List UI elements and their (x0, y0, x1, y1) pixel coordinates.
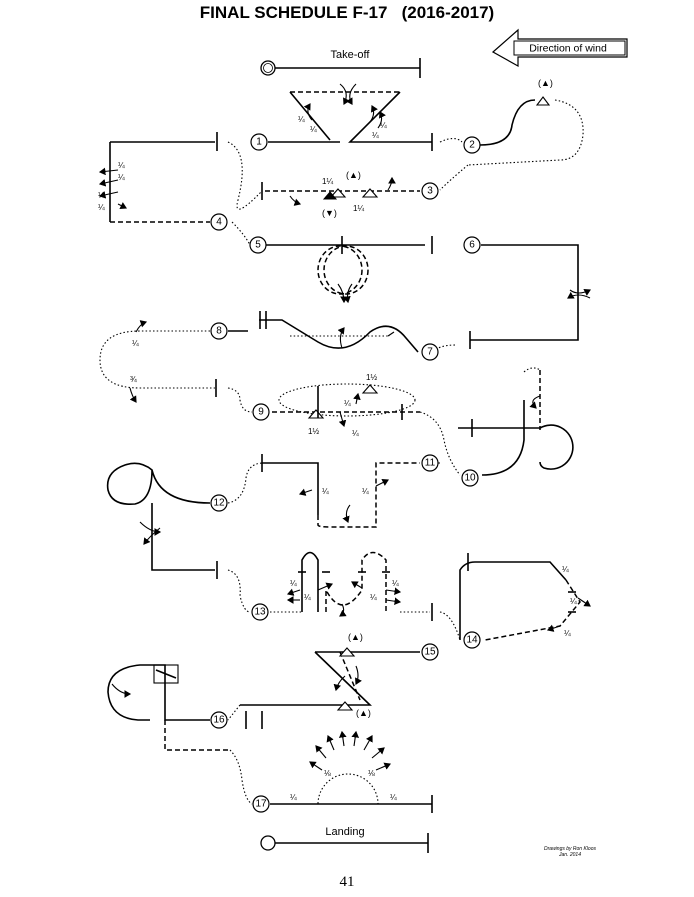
figure-1-path: ¼ ¼ ¼ ¼ (268, 83, 433, 151)
roll-fraction: ¾ (130, 375, 137, 384)
svg-text:4: 4 (216, 217, 222, 228)
roll-fraction: ⅛ (324, 769, 331, 778)
figure-marker-10: 10 (461, 469, 479, 487)
svg-text:16: 16 (213, 715, 225, 726)
roll-fraction: ¼ (304, 593, 311, 602)
svg-text:(▲): (▲) (538, 78, 553, 88)
figure-7-path (259, 311, 471, 353)
svg-text:7: 7 (427, 347, 433, 358)
figure-marker-8: 8 (210, 322, 228, 340)
svg-text:(▼): (▼) (322, 208, 337, 218)
figure-marker-15: 15 (421, 643, 439, 661)
svg-text:Jan. 2014: Jan. 2014 (558, 852, 581, 858)
figure-15-path: (▲) (▲) (240, 632, 420, 718)
svg-text:6: 6 (469, 240, 475, 251)
svg-text:(▲): (▲) (356, 708, 371, 718)
roll-fraction: ¼ (372, 131, 379, 140)
roll-fraction: ¼ (98, 203, 105, 212)
figure-marker-2: 2 (463, 136, 481, 154)
figure-9-path: 1½ 1½ ¼ ¼ (227, 373, 420, 438)
roll-fraction: 1½ (308, 427, 319, 436)
roll-fraction: ¼ (290, 579, 297, 588)
roll-fraction: ¼ (98, 191, 105, 200)
figure-6-path (470, 244, 591, 341)
figure-marker-6: 6 (463, 236, 481, 254)
roll-fraction: ¼ (310, 125, 317, 134)
svg-text:12: 12 (213, 498, 225, 509)
wind-arrow: Direction of wind (491, 28, 628, 68)
roll-fraction: ¼ (392, 579, 399, 588)
rolling-circle-arrows (309, 730, 392, 771)
figure-marker-17: 17 (252, 795, 270, 813)
roll-fraction: ¼ (344, 399, 351, 408)
figure-marker-12: 12 (210, 494, 228, 512)
figure-13-path: ¼ ¼ ¼ ¼ (227, 551, 433, 621)
roll-fraction: ¼ (322, 487, 329, 496)
figure-2-path: (▲) (439, 78, 584, 166)
figure-marker-7: 7 (421, 343, 439, 361)
roll-fraction: ¼ (564, 629, 571, 638)
roll-fraction: ¼ (390, 793, 397, 802)
svg-text:8: 8 (216, 326, 222, 337)
figure-3-path: (▲) (▼) 1¼ 1¼ (261, 164, 469, 218)
roll-fraction: ¼ (362, 487, 369, 496)
svg-text:5: 5 (255, 240, 261, 251)
svg-text:15: 15 (424, 647, 436, 658)
svg-text:14: 14 (466, 635, 478, 646)
roll-fraction: ¼ (370, 593, 377, 602)
drawing-credit: Drawings by Ron Kloos Jan. 2014 (544, 846, 596, 858)
landing-line: Landing (260, 826, 429, 853)
wind-label: Direction of wind (529, 43, 607, 55)
takeoff-label: Take-off (331, 49, 371, 61)
svg-text:2: 2 (469, 140, 475, 151)
figure-marker-9: 9 (252, 403, 270, 421)
figure-5-path (231, 221, 433, 304)
roll-fraction: ¼ (562, 565, 569, 574)
figure-marker-3: 3 (421, 182, 439, 200)
figure-marker-13: 13 (251, 603, 269, 621)
svg-text:(▲): (▲) (346, 170, 361, 180)
roll-fraction: ¼ (352, 429, 359, 438)
roll-fraction: ¼ (570, 597, 577, 606)
page-title: FINAL SCHEDULE F-17 (2016-2017) (199, 3, 495, 22)
svg-text:Drawings by Ron Kloos: Drawings by Ron Kloos (544, 846, 596, 852)
figure-10-path (419, 367, 574, 476)
roll-fraction: ¼ (132, 339, 139, 348)
roll-fraction: 1½ (366, 373, 377, 382)
svg-text:9: 9 (258, 407, 264, 418)
svg-text:1: 1 (256, 137, 262, 148)
figure-marker-4: 4 (210, 213, 228, 231)
figure-8-path: ¼ ¾ (99, 320, 248, 403)
roll-fraction: ¼ (298, 115, 305, 124)
roll-fraction: ¼ (118, 173, 125, 182)
roll-fraction: 1¼ (322, 177, 333, 186)
figure-marker-16: 16 (210, 711, 228, 729)
svg-text:11: 11 (425, 458, 436, 469)
svg-text:17: 17 (255, 799, 267, 810)
svg-text:3: 3 (427, 186, 433, 197)
figure-marker-11: 11 (421, 454, 439, 472)
figure-marker-5: 5 (249, 236, 267, 254)
figure-11-path: ¼ ¼ (261, 454, 440, 528)
roll-fraction: ¼ (118, 161, 125, 170)
landing-label: Landing (325, 826, 364, 838)
roll-fraction: ¼ (290, 793, 297, 802)
roll-fraction: ⅛ (368, 769, 375, 778)
figure-17-path: ¼ ¼ ⅛ ⅛ (229, 730, 433, 813)
svg-text:(▲): (▲) (348, 632, 363, 642)
svg-text:13: 13 (254, 607, 266, 618)
figure-14-path: ¼ ¼ ¼ (439, 553, 591, 641)
figure-4-path: ¼ ¼ ¼ ¼ (98, 132, 263, 223)
svg-text:10: 10 (464, 473, 476, 484)
page-number: 41 (339, 874, 355, 890)
figure-16-path (107, 664, 263, 751)
takeoff-line: Take-off (260, 49, 421, 78)
figure-marker-14: 14 (463, 631, 481, 649)
figure-12-path (106, 462, 263, 579)
figure-marker-1: 1 (250, 133, 268, 151)
roll-fraction: 1¼ (353, 204, 364, 213)
roll-fraction: ¼ (380, 121, 387, 130)
